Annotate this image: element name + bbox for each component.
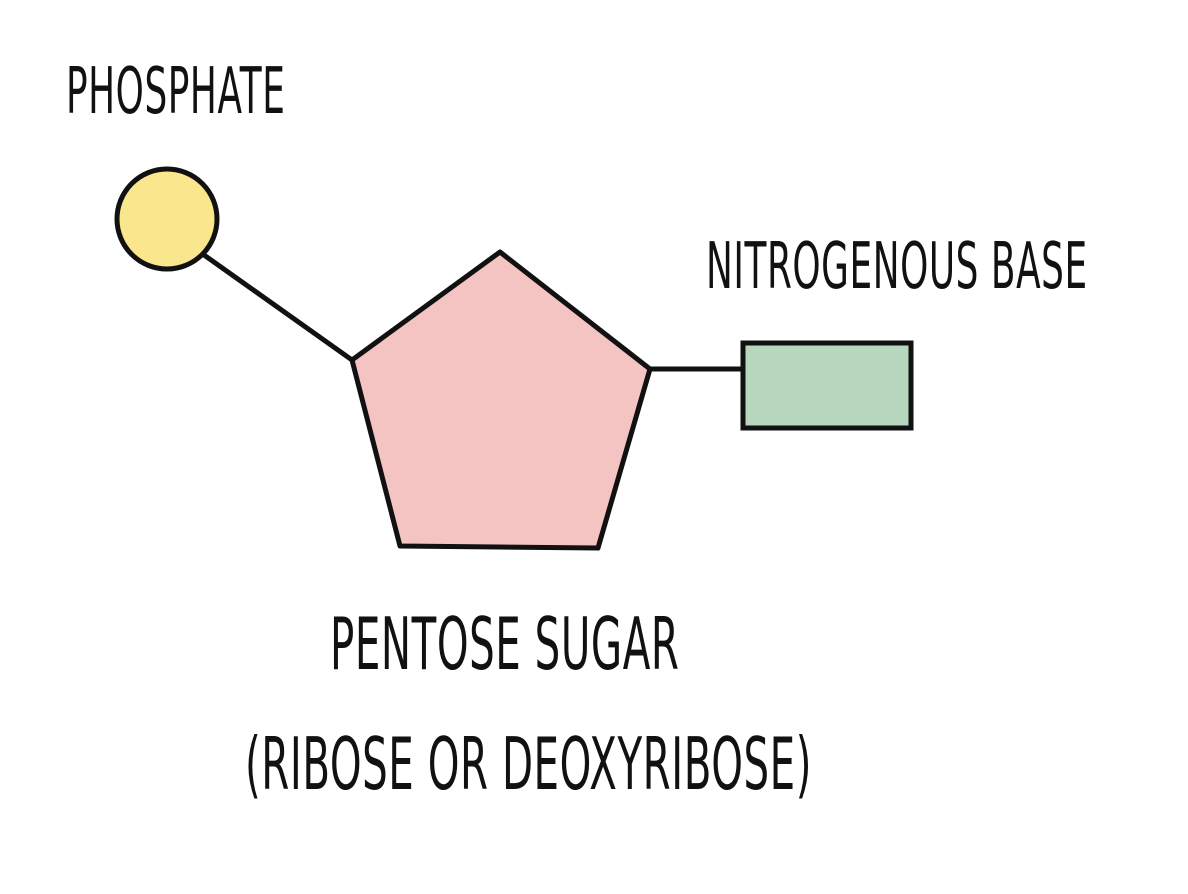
phosphate-sugar-bond — [201, 252, 355, 363]
phosphate-circle — [114, 166, 220, 272]
nitrogenous-base-label: NITROGENOUS BASE — [706, 230, 1088, 304]
nitrogenous-base-rectangle — [740, 340, 914, 431]
pentose-sugar-detail-label: (RIBOSE OR DEOXYRIBOSE) — [245, 722, 812, 806]
pentose-sugar-pentagon — [349, 249, 653, 551]
phosphate-label: PHOSPHATE — [66, 55, 286, 129]
pentose-sugar-label: PENTOSE SUGAR — [330, 602, 680, 686]
